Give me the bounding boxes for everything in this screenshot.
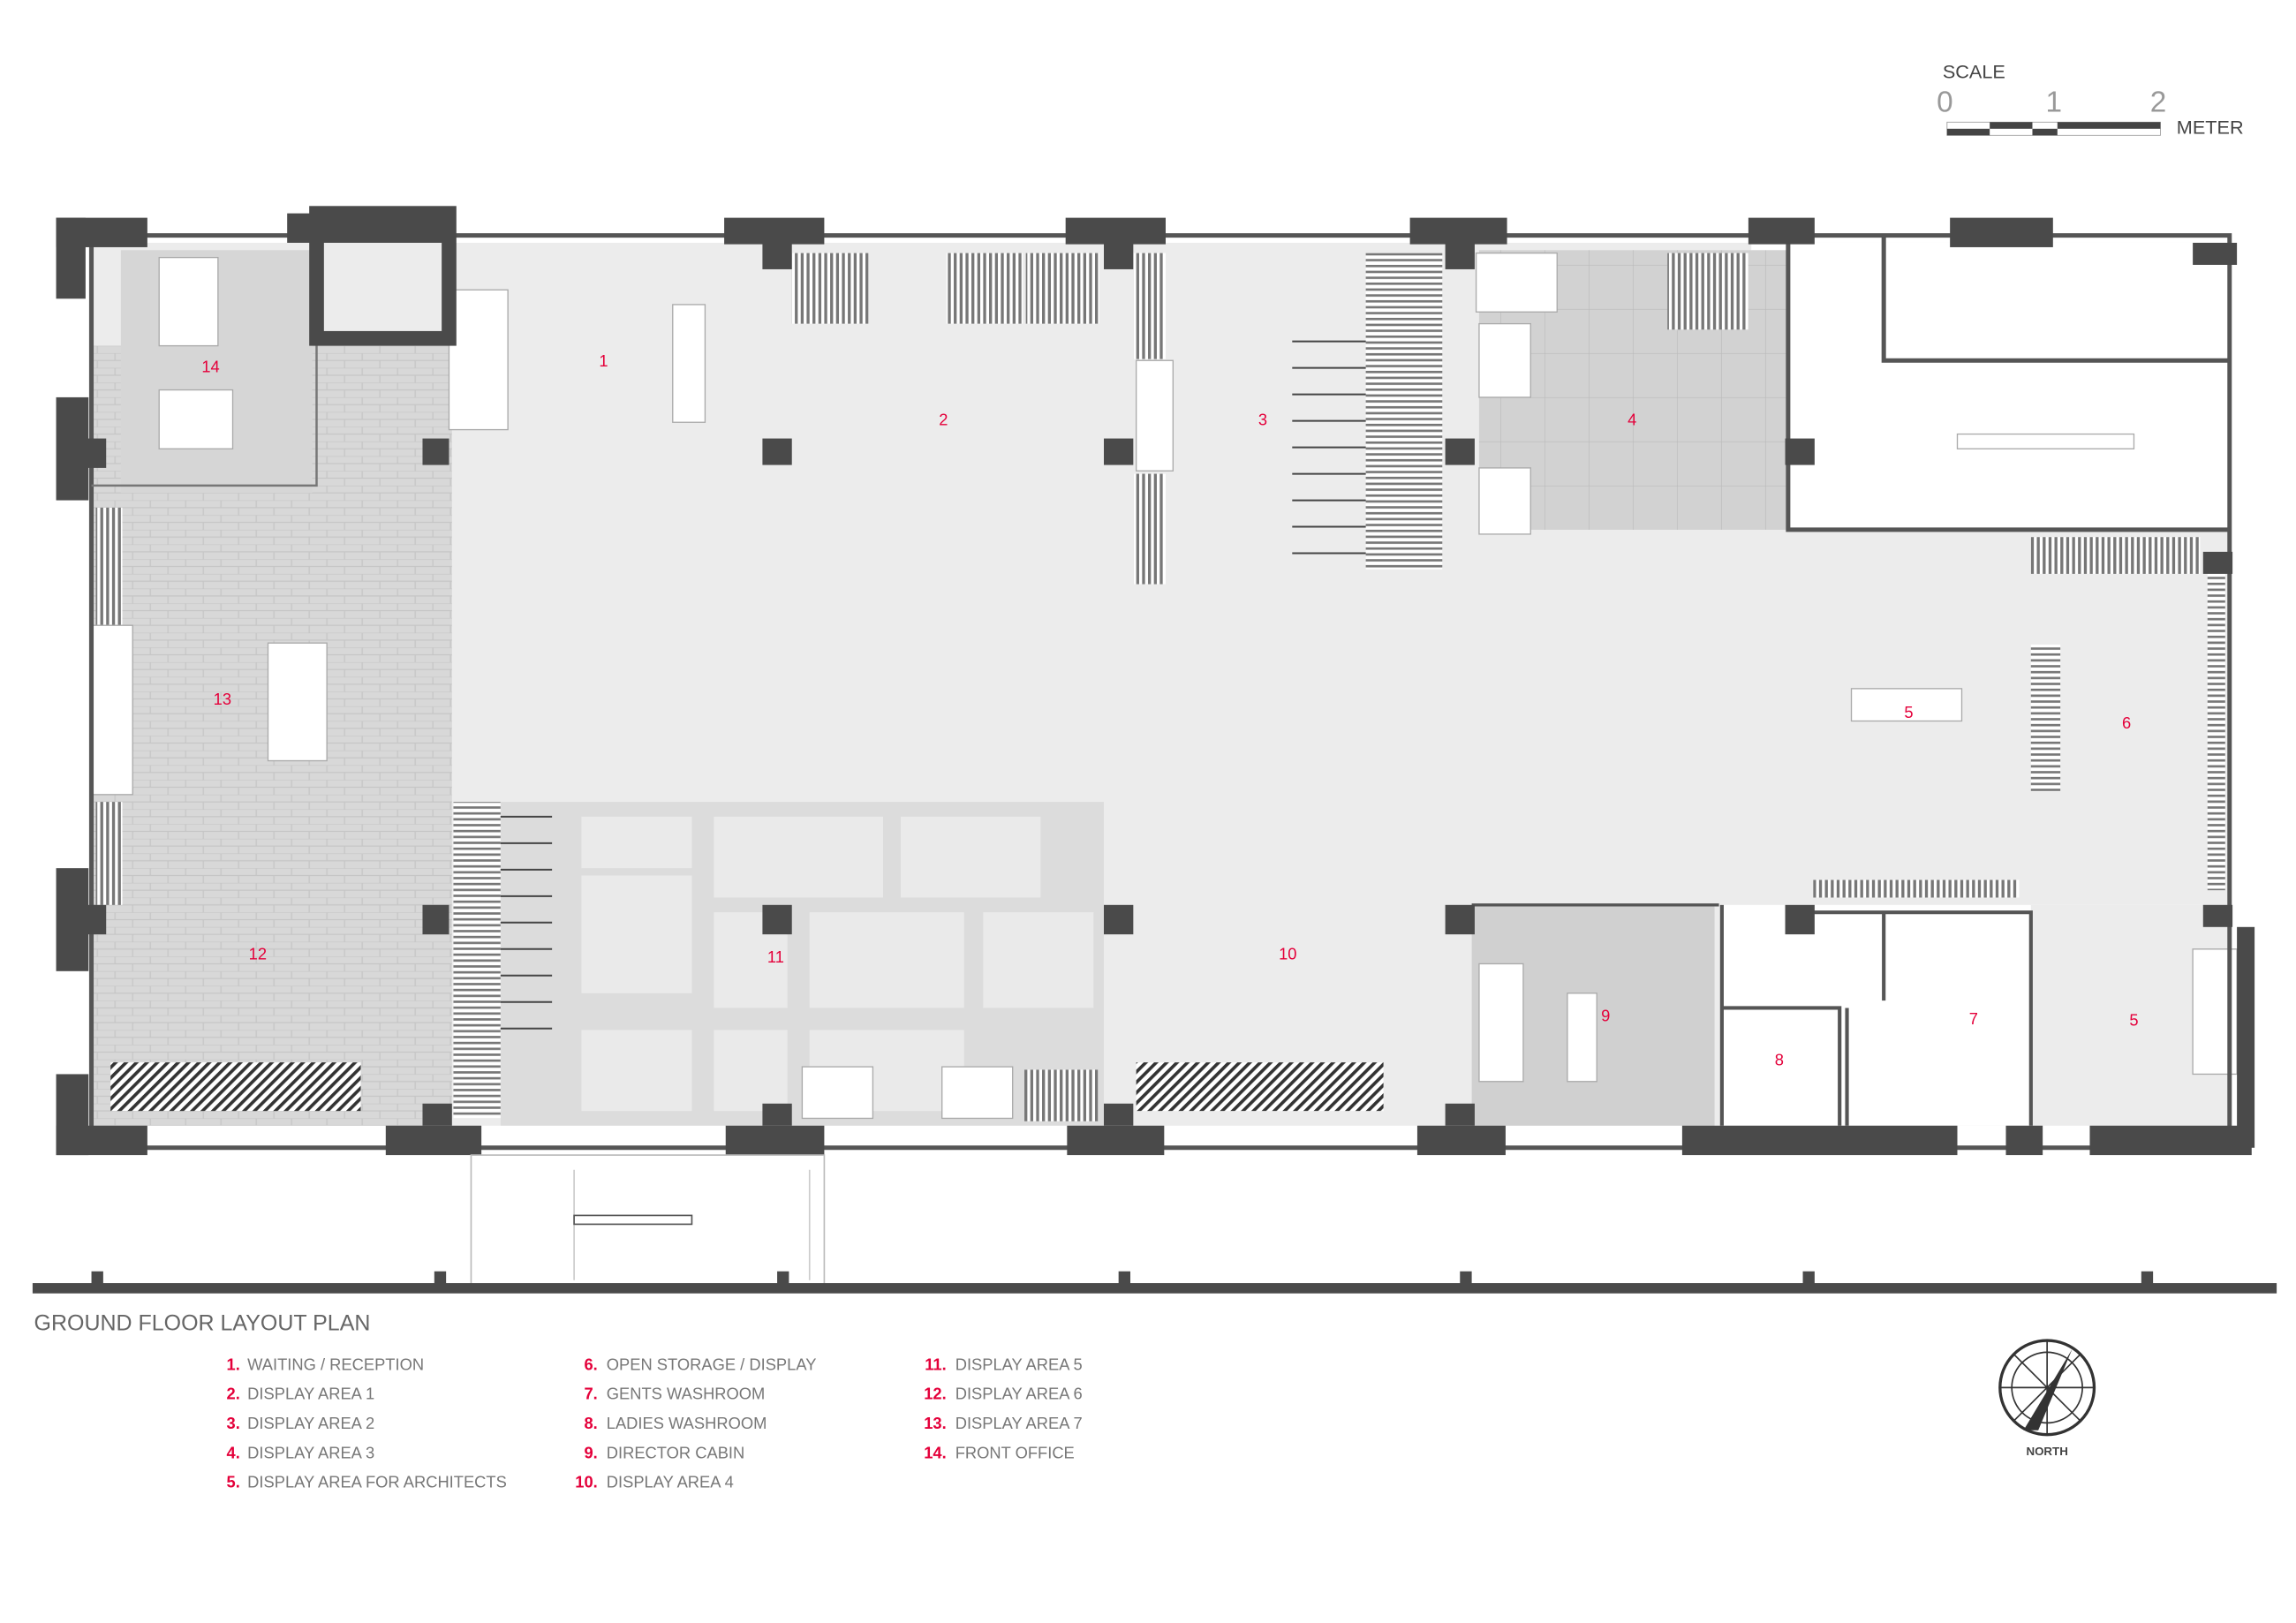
room-number: 11 [767,947,784,966]
legend-number: 2. [227,1385,240,1403]
legend-number: 9. [584,1443,597,1461]
legend-label: DISPLAY AREA FOR ARCHITECTS [247,1473,507,1491]
plan-title: GROUND FLOOR LAYOUT PLAN [34,1310,371,1335]
legend-label: OPEN STORAGE / DISPLAY [607,1355,817,1373]
legend-label: DISPLAY AREA 4 [607,1473,734,1491]
legend-number: 12. [924,1385,946,1403]
legend-label: DISPLAY AREA 3 [247,1443,374,1461]
scale-bar: SCALE 0 1 2 METER [1937,60,2243,138]
north-compass-icon: NORTH [1998,1339,2096,1458]
room-number: 6 [2122,713,2131,732]
legend-label: LADIES WASHROOM [607,1414,767,1432]
legend-number: 10. [575,1473,597,1491]
legend-number: 4. [227,1443,240,1461]
scale-tick: 2 [2150,87,2167,119]
room-number: 7 [1969,1009,1978,1028]
scale-tick: 0 [1937,87,1953,119]
room-number: 3 [1258,411,1267,429]
room-number: 4 [1628,411,1636,429]
room-number: 5 [1904,703,1913,721]
legend-number: 8. [584,1414,597,1432]
legend-number: 11. [925,1355,946,1373]
legend-label: DISPLAY AREA 2 [247,1414,374,1432]
legend-label: DISPLAY AREA 7 [955,1414,1083,1432]
scale-label: SCALE [1943,60,2005,82]
legend-number: 5. [227,1473,240,1491]
legend-label: WAITING / RECEPTION [247,1355,424,1373]
legend-number: 6. [584,1355,597,1373]
room-number: 8 [1775,1050,1784,1068]
room-number: 12 [249,944,267,962]
scale-unit: METER [2177,117,2244,139]
furniture [90,252,2238,1120]
room-number: 1 [599,351,608,370]
legend-label: DIRECTOR CABIN [607,1443,745,1461]
display-racks [95,253,2225,1121]
legend-number: 13. [924,1414,946,1432]
legend-label: DISPLAY AREA 6 [955,1385,1083,1403]
room-number: 10 [1279,944,1296,962]
scale-tick: 1 [2045,87,2062,119]
walls [32,206,2277,1294]
legend-number: 7. [584,1385,597,1403]
legend-label: DISPLAY AREA 1 [247,1385,374,1403]
north-label: NORTH [2026,1445,2067,1458]
legend: 1. WAITING / RECEPTION 2. DISPLAY AREA 1 3. D… [227,1355,1083,1491]
room-number: 5 [2129,1010,2138,1029]
legend-number: 3. [227,1414,240,1432]
legend-label: FRONT OFFICE [955,1443,1075,1461]
room-number: 14 [201,358,219,376]
room-numbers: 1 2 3 4 5 6 7 8 9 10 11 12 13 14 5 [201,351,2138,1069]
room-number: 9 [1601,1006,1610,1024]
legend-number: 14. [924,1443,946,1461]
legend-label: DISPLAY AREA 5 [955,1355,1083,1373]
boundary-wall [32,1283,2277,1294]
legend-number: 1. [227,1355,240,1373]
room-number: 2 [939,411,948,429]
room-number: 13 [214,690,231,708]
legend-label: GENTS WASHROOM [607,1385,766,1403]
